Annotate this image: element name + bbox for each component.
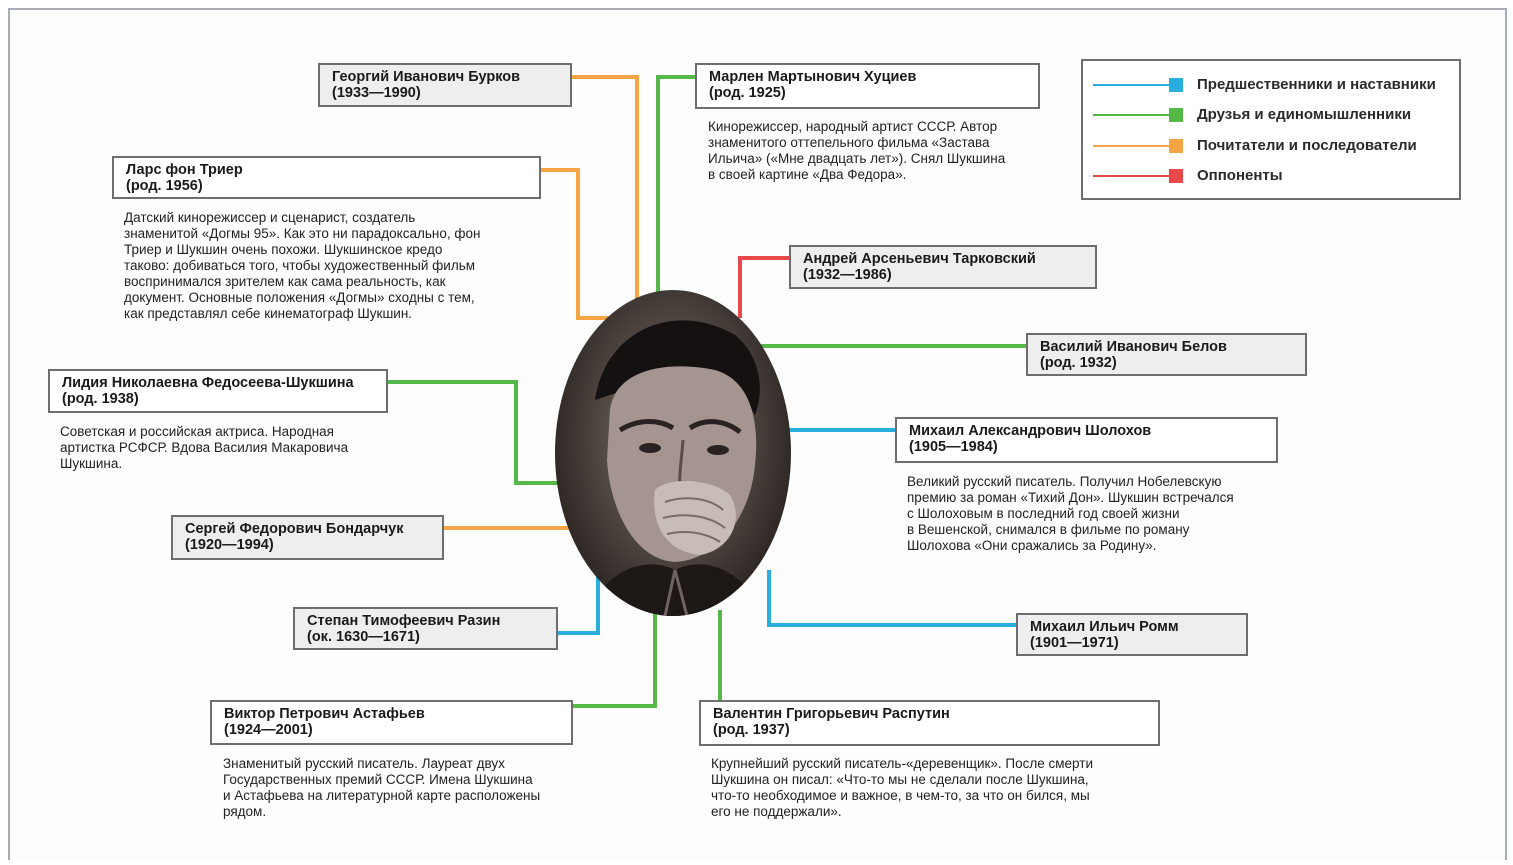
portrait-icon: [585, 320, 765, 616]
person-box-romm: Михаил Ильич Ромм (1901—1971): [1016, 613, 1248, 656]
connector-burkov: [572, 75, 639, 300]
legend-line: [1093, 145, 1169, 147]
person-box-belov: Василий Иванович Белов (род. 1932): [1026, 333, 1307, 376]
legend-line: [1093, 175, 1169, 177]
desc-line: его не поддержали».: [711, 804, 842, 819]
person-name: Георгий Иванович Бурков: [332, 69, 521, 85]
legend-line: [1093, 84, 1169, 86]
connector-razin: [558, 573, 600, 635]
person-box-razin: Степан Тимофеевич Разин (ок. 1630—1671): [293, 607, 558, 650]
person-dates: (род. 1937): [713, 722, 790, 738]
desc-line: что-то необходимое и важное, в чем-то, з…: [711, 788, 1090, 803]
person-box-bondarchuk: Сергей Федорович Бондарчук (1920—1994): [171, 515, 444, 560]
desc-line: рядом.: [223, 804, 267, 819]
person-name: Ларс фон Триер: [126, 162, 243, 178]
desc-line: Советская и российская актриса. Народная: [60, 424, 334, 439]
person-desc-astafiev: Знаменитый русский писатель. Лауреат дву…: [223, 756, 540, 820]
desc-line: с Шолоховым в последний год своей жизни: [907, 506, 1180, 521]
legend-item-opponents: Оппоненты: [1093, 166, 1453, 186]
legend-item-predecessors: Предшественники и наставники: [1093, 75, 1453, 95]
legend-label: Почитатели и последователи: [1197, 137, 1417, 154]
legend-swatch: [1169, 169, 1183, 183]
legend-swatch: [1169, 139, 1183, 153]
person-name: Степан Тимофеевич Разин: [307, 613, 501, 629]
person-box-sholokhov: Михаил Александрович Шолохов (1905—1984): [895, 417, 1278, 463]
person-name: Сергей Федорович Бондарчук: [185, 521, 404, 537]
person-box-khutsiev: Марлен Мартынович Хуциев (род. 1925): [695, 63, 1040, 109]
connector-tarkovsky: [738, 256, 789, 318]
person-dates: (1901—1971): [1030, 635, 1119, 651]
connector-fedoseeva: [387, 380, 562, 485]
person-dates: (род. 1932): [1040, 355, 1117, 371]
person-box-trier: Ларс фон Триер (род. 1956): [112, 156, 541, 199]
desc-line: Знаменитый русский писатель. Лауреат дву…: [223, 756, 505, 771]
desc-line: и Астафьева на литературной карте распол…: [223, 788, 541, 803]
person-dates: (род. 1938): [62, 391, 139, 407]
legend-label: Предшественники и наставники: [1197, 76, 1436, 93]
desc-line: знаменитого оттепельного фильма «Застава: [708, 135, 990, 150]
desc-line: воспринимался зрителем как сама реальнос…: [124, 274, 446, 289]
person-name: Михаил Ильич Ромм: [1030, 619, 1179, 635]
legend-label: Оппоненты: [1197, 167, 1283, 184]
desc-line: как представлял себе кинематограф Шукшин…: [124, 306, 413, 321]
person-desc-sholokhov: Великий русский писатель. Получил Нобеле…: [907, 474, 1234, 554]
desc-line: в своей картине «Два Федора».: [708, 167, 907, 182]
desc-line: премию за роман «Тихий Дон». Шукшин встр…: [907, 490, 1234, 505]
person-desc-khutsiev: Кинорежиссер, народный артист СССР. Авто…: [708, 119, 1005, 183]
portrait-photo: [555, 290, 791, 616]
legend-line: [1093, 114, 1169, 116]
connector-romm: [767, 570, 1016, 627]
person-box-rasputin: Валентин Григорьевич Распутин (род. 1937…: [699, 700, 1160, 746]
desc-line: таково: добиваться того, чтобы художеств…: [124, 258, 476, 273]
desc-line: Шолохова «Они сражались за Родину».: [907, 538, 1157, 553]
person-dates: (1924—2001): [224, 722, 313, 738]
person-box-burkov: Георгий Иванович Бурков (1933—1990): [318, 63, 572, 107]
legend-label: Друзья и единомышленники: [1197, 106, 1412, 123]
desc-line: Крупнейший русский писатель-«деревенщик»…: [711, 756, 1093, 771]
desc-line: Государственных премий СССР. Имена Шукши…: [223, 772, 533, 787]
desc-line: Ильича» («Мне двадцать лет»). Снял Шукши…: [708, 151, 1006, 166]
person-dates: (род. 1925): [709, 85, 786, 101]
desc-line: Датский кинорежиссер и сценарист, создат…: [124, 210, 416, 225]
person-name: Михаил Александрович Шолохов: [909, 423, 1152, 439]
desc-line: артистка РСФСР. Вдова Василия Макаровича: [60, 440, 349, 455]
legend-item-admirers: Почитатели и последователи: [1093, 136, 1453, 156]
person-dates: (1933—1990): [332, 85, 421, 101]
person-dates: (1905—1984): [909, 439, 998, 455]
desc-line: Триер и Шукшин очень похожи. Шукшинское …: [124, 242, 443, 257]
person-desc-rasputin: Крупнейший русский писатель-«деревенщик»…: [711, 756, 1093, 820]
person-name: Андрей Арсеньевич Тарковский: [803, 251, 1036, 267]
person-name: Валентин Григорьевич Распутин: [713, 706, 950, 722]
connector-trier: [541, 168, 612, 320]
connector-astafiev: [573, 608, 657, 708]
person-dates: (ок. 1630—1671): [307, 629, 420, 645]
legend-swatch: [1169, 78, 1183, 92]
desc-line: Великий русский писатель. Получил Нобеле…: [907, 474, 1222, 489]
person-name: Василий Иванович Белов: [1040, 339, 1227, 355]
person-name: Виктор Петрович Астафьев: [224, 706, 425, 722]
connector-khutsiev: [656, 75, 695, 292]
legend-item-friends: Друзья и единомышленники: [1093, 105, 1453, 125]
person-dates: (род. 1956): [126, 178, 203, 194]
person-box-fedoseeva: Лидия Николаевна Федосеева-Шукшина (род.…: [48, 369, 388, 413]
desc-line: Шукшина он писал: «Что-то мы не сделали …: [711, 772, 1089, 787]
desc-line: в Вешенской, снимался в фильме по роману: [907, 522, 1190, 537]
desc-line: документ. Основные положения «Догмы» схо…: [124, 290, 475, 305]
desc-line: знаменитой «Догмы 95». Как это ни парадо…: [124, 226, 481, 241]
legend-swatch: [1169, 108, 1183, 122]
desc-line: Шукшина.: [60, 456, 123, 471]
person-box-tarkovsky: Андрей Арсеньевич Тарковский (1932—1986): [789, 245, 1097, 289]
person-desc-trier: Датский кинорежиссер и сценарист, создат…: [124, 210, 480, 322]
desc-line: Кинорежиссер, народный артист СССР. Авто…: [708, 119, 998, 134]
person-dates: (1932—1986): [803, 267, 892, 283]
person-box-astafiev: Виктор Петрович Астафьев (1924—2001): [210, 700, 573, 745]
legend: Предшественники и наставники Друзья и ед…: [1081, 59, 1461, 200]
person-desc-fedoseeva: Советская и российская актриса. Народная…: [60, 424, 348, 472]
person-name: Марлен Мартынович Хуциев: [709, 69, 917, 85]
person-name: Лидия Николаевна Федосеева-Шукшина: [62, 375, 354, 391]
person-dates: (1920—1994): [185, 537, 274, 553]
